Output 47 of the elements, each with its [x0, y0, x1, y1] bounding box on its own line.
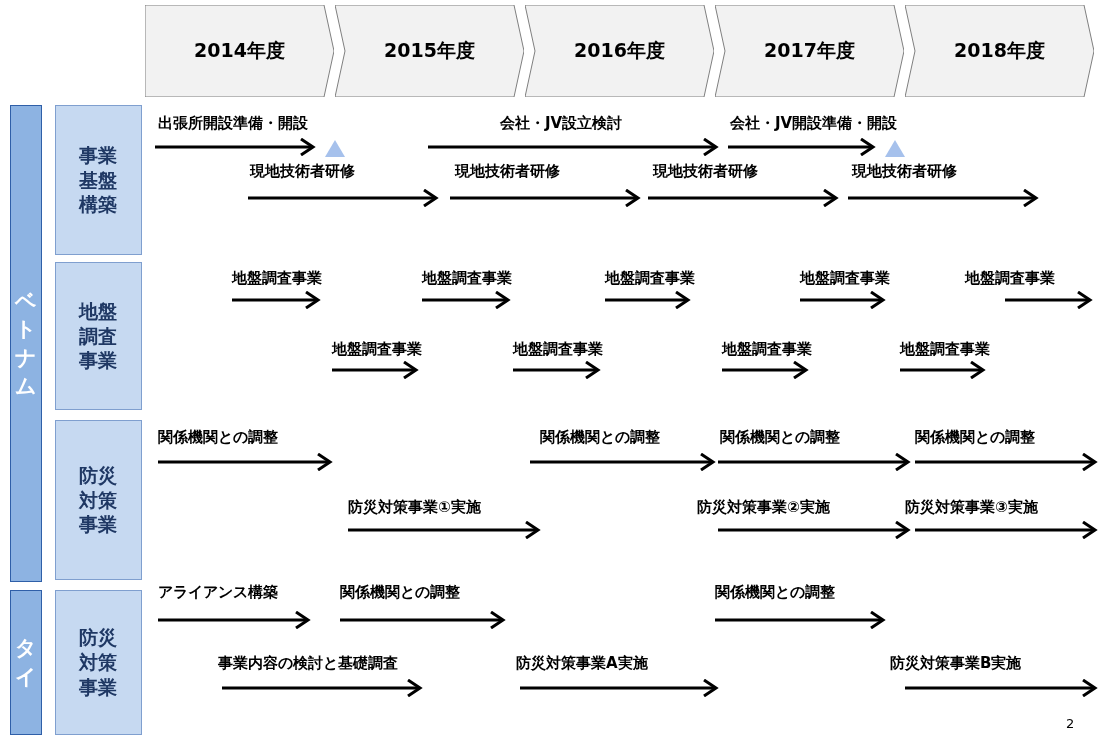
task-label: 現地技術者研修: [653, 162, 758, 181]
task-label: 地盤調査事業: [422, 269, 512, 288]
task-label: 関係機関との調整: [915, 428, 1035, 447]
task-label: アライアンス構築: [158, 583, 278, 602]
task-label: 関係機関との調整: [340, 583, 460, 602]
task-label: 地盤調査事業: [800, 269, 890, 288]
task-label: 防災対策事業③実施: [905, 498, 1038, 517]
task-label: 出張所開設準備・開設: [158, 114, 308, 133]
category-label: 事業基盤構築: [78, 142, 119, 218]
year-label: 2018年度: [954, 38, 1045, 63]
country-band: [10, 590, 42, 735]
category-header: [55, 105, 142, 255]
task-label: 会社・JV設立検討: [500, 114, 623, 133]
category-label: 防災対策事業: [78, 462, 119, 538]
year-label: 2016年度: [574, 38, 665, 63]
task-label: 関係機関との調整: [540, 428, 660, 447]
category-label: 地盤調査事業: [78, 298, 119, 374]
country-band: [10, 105, 42, 582]
category-header: [55, 590, 142, 735]
category-header: [55, 420, 142, 580]
task-label: 関係機関との調整: [158, 428, 278, 447]
task-label: 現地技術者研修: [250, 162, 355, 181]
task-label: 防災対策事業①実施: [348, 498, 481, 517]
year-label: 2017年度: [764, 38, 855, 63]
task-label: 現地技術者研修: [852, 162, 957, 181]
category-label: 防災対策事業: [78, 625, 119, 700]
task-label: 地盤調査事業: [965, 269, 1055, 288]
year-label: 2015年度: [384, 38, 475, 63]
country-label: タイ: [14, 635, 37, 691]
task-label: 地盤調査事業: [605, 269, 695, 288]
task-label: 関係機関との調整: [720, 428, 840, 447]
task-label: 地盤調査事業: [232, 269, 322, 288]
task-label: 現地技術者研修: [455, 162, 560, 181]
task-label: 会社・JV開設準備・開設: [730, 114, 898, 133]
task-label: 防災対策事業A実施: [516, 654, 648, 673]
task-label: 事業内容の検討と基礎調査: [218, 654, 398, 673]
country-label: ベトナム: [14, 287, 37, 400]
task-label: 防災対策事業②実施: [697, 498, 830, 517]
page-number: 2: [1066, 716, 1075, 731]
task-label: 地盤調査事業: [332, 340, 422, 359]
task-label: 地盤調査事業: [722, 340, 812, 359]
task-label: 地盤調査事業: [513, 340, 603, 359]
category-header: [55, 262, 142, 410]
year-label: 2014年度: [194, 38, 285, 63]
task-label: 防災対策事業B実施: [890, 654, 1022, 673]
task-label: 地盤調査事業: [900, 340, 990, 359]
task-label: 関係機関との調整: [715, 583, 835, 602]
